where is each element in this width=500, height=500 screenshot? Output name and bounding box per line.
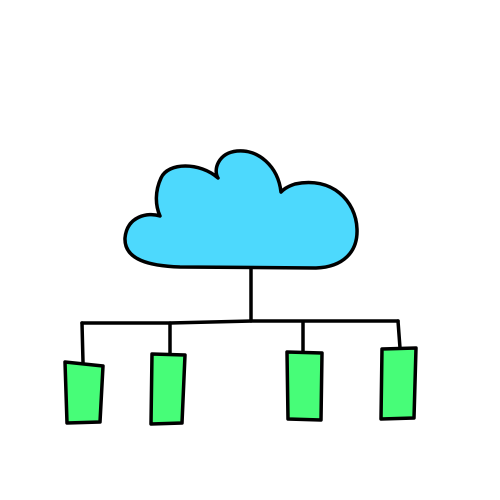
device-icon: [63, 360, 105, 425]
edge-cloud-device-1: [80, 321, 85, 364]
connectors: [80, 266, 402, 364]
edge-bus: [80, 319, 400, 325]
node-cloud: [123, 149, 359, 270]
cloud-icon: [123, 149, 359, 270]
devices: [63, 346, 418, 426]
device-icon: [149, 352, 187, 426]
edge-cloud-device-4: [396, 319, 402, 350]
device-icon: [379, 346, 418, 421]
device-icon: [285, 350, 324, 422]
